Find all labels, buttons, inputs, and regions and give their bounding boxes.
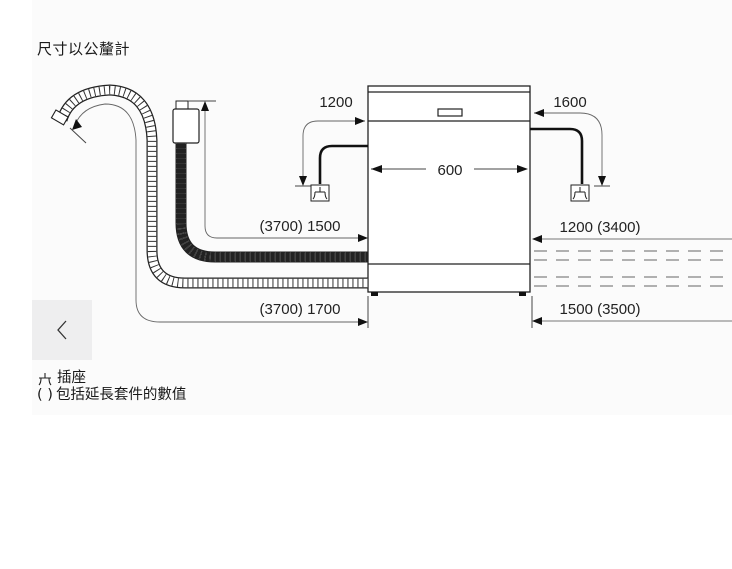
legend-parentheses-row: ( ) 包括延長套件的數值 [37,387,186,404]
left-cable-length: 1200 [319,94,352,111]
left-upper-dimension: (3700) 1500 [188,100,368,242]
chevron-left-icon [57,320,67,340]
legend-socket-label: 插座 [57,370,86,386]
right-lower-length: 1500 (3500) [560,301,641,318]
drain-hose [50,84,368,323]
legend-parentheses-label: 包括延長套件的數值 [55,387,187,403]
socket-icon [38,372,52,385]
legend: 插座 ( ) 包括延長套件的數值 [37,370,186,404]
diagram-title: 尺寸以公釐計 [37,40,131,58]
right-extension-hoses [534,250,732,287]
width-dimension: 600 [371,162,528,179]
inlet-hose [172,100,368,263]
right-upper-length: 1200 (3400) [560,219,641,236]
control-panel-display [437,108,463,117]
left-upper-hose-length: (3700) 1500 [260,218,341,235]
dishwasher-outline [367,85,531,296]
left-lower-hose-length: (3700) 1700 [260,301,341,318]
right-foot [519,292,526,296]
previous-image-button[interactable] [32,300,92,360]
left-socket-icon [310,184,330,202]
left-foot [371,292,378,296]
right-power-cable: 1600 [530,94,610,187]
right-lower-dimension: 1500 (3500) [531,296,732,328]
left-power-cable: 1200 [295,94,368,187]
right-socket-icon [570,184,590,202]
legend-parentheses-symbol: ( ) [37,387,53,403]
right-cable-length: 1600 [553,94,586,111]
installation-diagram: 600 1200 1600 [50,84,732,328]
width-label: 600 [437,162,462,179]
right-upper-dimension: 1200 (3400) [532,219,732,243]
left-lower-dimension: (3700) 1700 [260,296,369,328]
legend-socket-row: 插座 [37,370,186,387]
